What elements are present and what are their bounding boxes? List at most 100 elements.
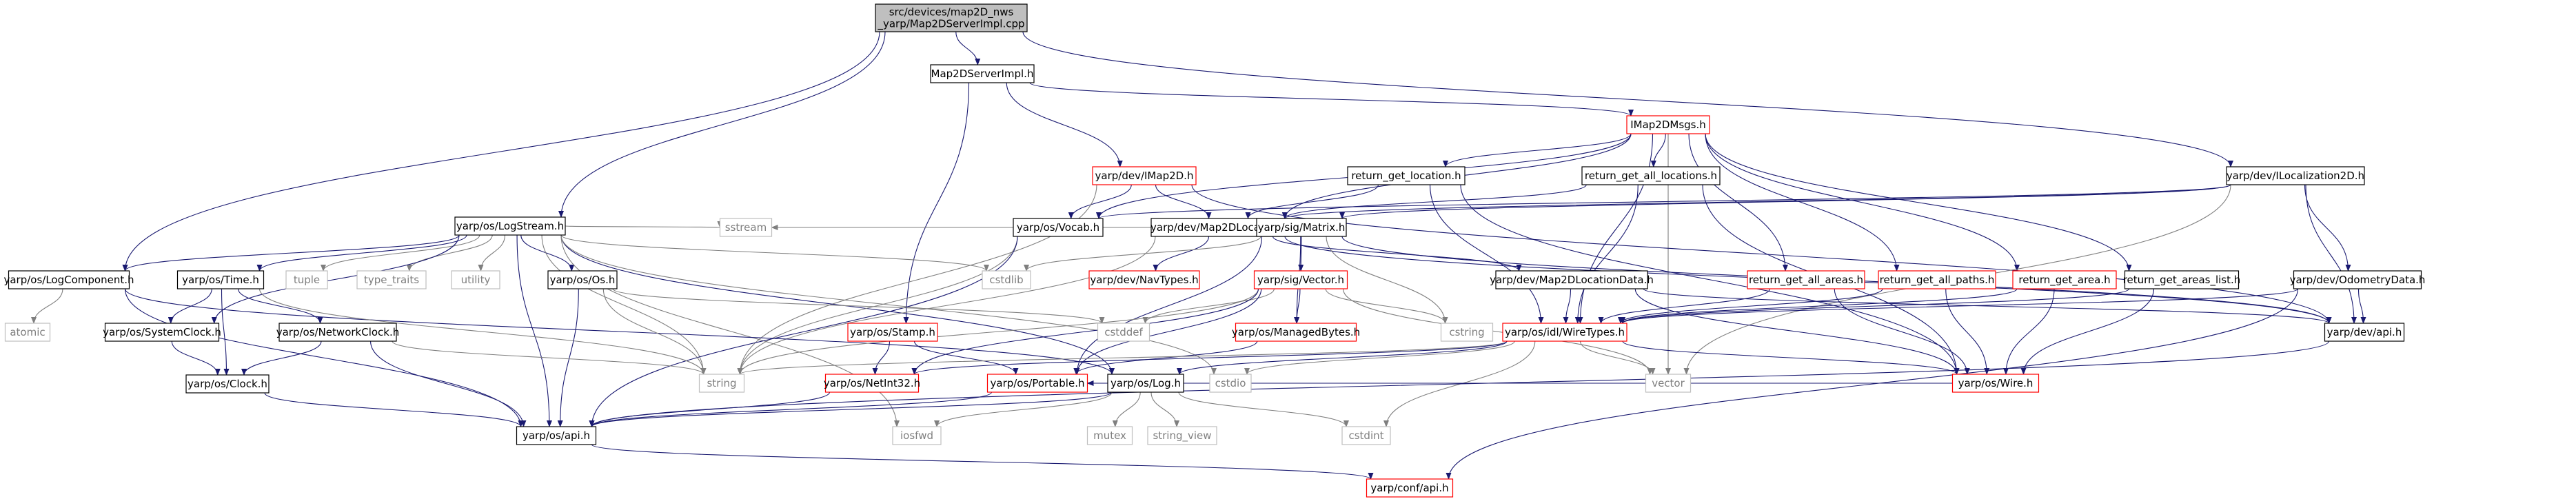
- edge-imap2dmsgs-to-ret_all_loc: [1650, 133, 1666, 167]
- node-atomic: atomic: [4, 323, 51, 342]
- graph-nodes: src/devices/map2D_nws_yarp/Map2DServerIm…: [3, 3, 2426, 498]
- edge-os_h-to-cstddef: [612, 288, 1105, 324]
- node-sysclock[interactable]: yarp/os/SystemClock.h: [103, 323, 221, 342]
- edge-time-to-clock: [221, 288, 230, 376]
- node-log_h[interactable]: yarp/os/Log.h: [1107, 374, 1184, 393]
- edge-sysclock-to-clock: [171, 340, 221, 376]
- node-conf_api[interactable]: yarp/conf/api.h: [1366, 478, 1454, 498]
- node-label: yarp/os/Clock.h: [187, 378, 267, 390]
- node-imap2dmsgs[interactable]: IMap2DMsgs.h: [1626, 115, 1710, 134]
- node-wire[interactable]: yarp/os/Wire.h: [1951, 374, 2040, 393]
- node-managedbytes[interactable]: yarp/os/ManagedBytes.h: [1232, 323, 1360, 342]
- node-stamp[interactable]: yarp/os/Stamp.h: [847, 323, 938, 342]
- node-label: yarp/dev/Map2DLocationData.h: [1490, 274, 1654, 286]
- edge-os_h-to-os_api: [557, 288, 579, 427]
- node-box: [278, 323, 397, 342]
- node-map2dlocdata[interactable]: yarp/dev/Map2DLocationData.h: [1490, 270, 1654, 289]
- node-box: [698, 374, 745, 393]
- node-ret_all_paths[interactable]: return_get_all_paths.h: [1878, 270, 1996, 289]
- node-logcomp[interactable]: yarp/os/LogComponent.h: [3, 270, 134, 289]
- edge-iloc2d-to-odometry: [2304, 184, 2351, 272]
- edge-logstream-to-tuple: [321, 234, 480, 272]
- node-wiretypes[interactable]: yarp/os/idl/WireTypes.h: [1502, 323, 1627, 342]
- node-os_h[interactable]: yarp/os/Os.h: [547, 270, 618, 289]
- edge-vector_h-to-string: [737, 288, 1259, 375]
- node-label: string_view: [1153, 429, 1211, 442]
- node-label: yarp/os/NetInt32.h: [824, 377, 920, 389]
- node-logstream[interactable]: yarp/os/LogStream.h: [454, 216, 566, 236]
- node-label: cstdlib: [989, 274, 1023, 286]
- node-box: [719, 218, 773, 237]
- edge-iloc2d-to-vocab: [1096, 184, 2231, 219]
- node-ret_areas_list[interactable]: return_get_areas_list.h: [2123, 270, 2241, 289]
- node-imap2d[interactable]: yarp/dev/IMap2D.h: [1092, 166, 1197, 185]
- node-box: [356, 270, 427, 289]
- node-box: [1107, 374, 1184, 393]
- node-label: yarp/dev/Map2DLocation.h: [1150, 221, 1290, 234]
- node-box: [2012, 270, 2117, 289]
- edge-imap2d-to-vocab: [1068, 184, 1132, 219]
- node-box: [1366, 478, 1454, 498]
- node-odometry[interactable]: yarp/dev/OdometryData.h: [2290, 270, 2426, 289]
- node-dev_api[interactable]: yarp/dev/api.h: [2324, 323, 2405, 342]
- node-ret_all_loc[interactable]: return_get_all_locations.h: [1581, 166, 1721, 185]
- edge-logcomp-to-log_h: [124, 288, 1115, 375]
- edge-time-to-sysclock: [168, 288, 212, 324]
- edge-logstream-to-iosfwd: [560, 234, 900, 427]
- node-navtypes[interactable]: yarp/dev/NavTypes.h: [1088, 270, 1200, 289]
- node-portable[interactable]: yarp/os/Portable.h: [986, 374, 1088, 393]
- edge-os_h-to-string: [602, 288, 707, 375]
- edge-ret_all_areas-to-wire: [1834, 288, 1970, 375]
- node-box: [875, 3, 1028, 32]
- edge-logstream-to-utility: [478, 234, 506, 272]
- node-box: [1253, 270, 1348, 289]
- edge-wiretypes-to-cstdio: [1244, 340, 1515, 375]
- node-label: return_get_all_paths.h: [1880, 274, 1995, 287]
- edge-impl_h-to-imap2dmsgs: [1029, 82, 1634, 116]
- node-box: [2226, 166, 2365, 185]
- node-box: [1256, 218, 1347, 237]
- edge-imap2d-to-map2dloc: [1155, 184, 1212, 219]
- node-label: yarp/os/Portable.h: [991, 377, 1085, 389]
- edge-clock-to-os_api: [264, 392, 524, 427]
- edge-time-to-netclock: [237, 288, 323, 324]
- node-box: [847, 323, 938, 342]
- edge-ret_areas_list-to-wire: [2020, 288, 2155, 375]
- node-impl_h[interactable]: Map2DServerImpl.h: [930, 64, 1035, 83]
- node-utility: utility: [451, 270, 500, 289]
- node-vector_h[interactable]: yarp/sig/Vector.h: [1253, 270, 1348, 289]
- edge-vector_h-to-cstring: [1325, 288, 1448, 324]
- edge-vector_h-to-vector: [1342, 288, 1653, 375]
- node-netint32[interactable]: yarp/os/NetInt32.h: [824, 374, 920, 393]
- node-label: src/devices/map2D_nws_yarp/Map2DServerIm…: [877, 6, 1024, 31]
- node-box: [285, 270, 328, 289]
- edge-netclock-to-os_api: [370, 340, 527, 427]
- node-root[interactable]: src/devices/map2D_nws_yarp/Map2DServerIm…: [875, 3, 1028, 32]
- node-box: [1440, 323, 1494, 342]
- node-clock[interactable]: yarp/os/Clock.h: [185, 374, 270, 394]
- edge-map2dlocdata-to-wire: [1634, 288, 1960, 375]
- edge-portable-to-os_api: [589, 391, 993, 427]
- node-box: [986, 374, 1088, 393]
- node-label: cstdint: [1348, 429, 1383, 442]
- edge-ret_all_loc-to-wiretypes: [1574, 184, 1639, 324]
- node-ret_area[interactable]: return_get_area.h: [2012, 270, 2117, 289]
- edge-logcomp-to-atomic: [31, 288, 63, 324]
- node-cstdlib: cstdlib: [982, 270, 1031, 289]
- node-os_api[interactable]: yarp/os/api.h: [516, 426, 597, 445]
- node-vocab[interactable]: yarp/os/Vocab.h: [1013, 218, 1104, 237]
- edge-map2dlocdata-to-dev_api: [1643, 288, 2332, 324]
- node-string: string: [698, 374, 745, 393]
- node-netclock[interactable]: yarp/os/NetworkClock.h: [276, 323, 400, 342]
- node-label: yarp/os/Time.h: [182, 274, 259, 286]
- node-iloc2d[interactable]: yarp/dev/ILocalization2D.h: [2226, 166, 2365, 185]
- node-matrix[interactable]: yarp/sig/Matrix.h: [1256, 218, 1347, 237]
- node-label: atomic: [10, 326, 45, 338]
- node-time[interactable]: yarp/os/Time.h: [176, 270, 265, 289]
- edge-netclock-to-string: [392, 340, 707, 375]
- edge-odometry-to-conf_api: [1446, 288, 2299, 480]
- edge-ret_all_areas-to-wiretypes: [1598, 288, 1771, 324]
- node-label: yarp/os/LogStream.h: [456, 220, 564, 232]
- node-ret_all_areas[interactable]: return_get_all_areas.h: [1747, 270, 1865, 289]
- node-ret_loc[interactable]: return_get_location.h: [1347, 166, 1466, 185]
